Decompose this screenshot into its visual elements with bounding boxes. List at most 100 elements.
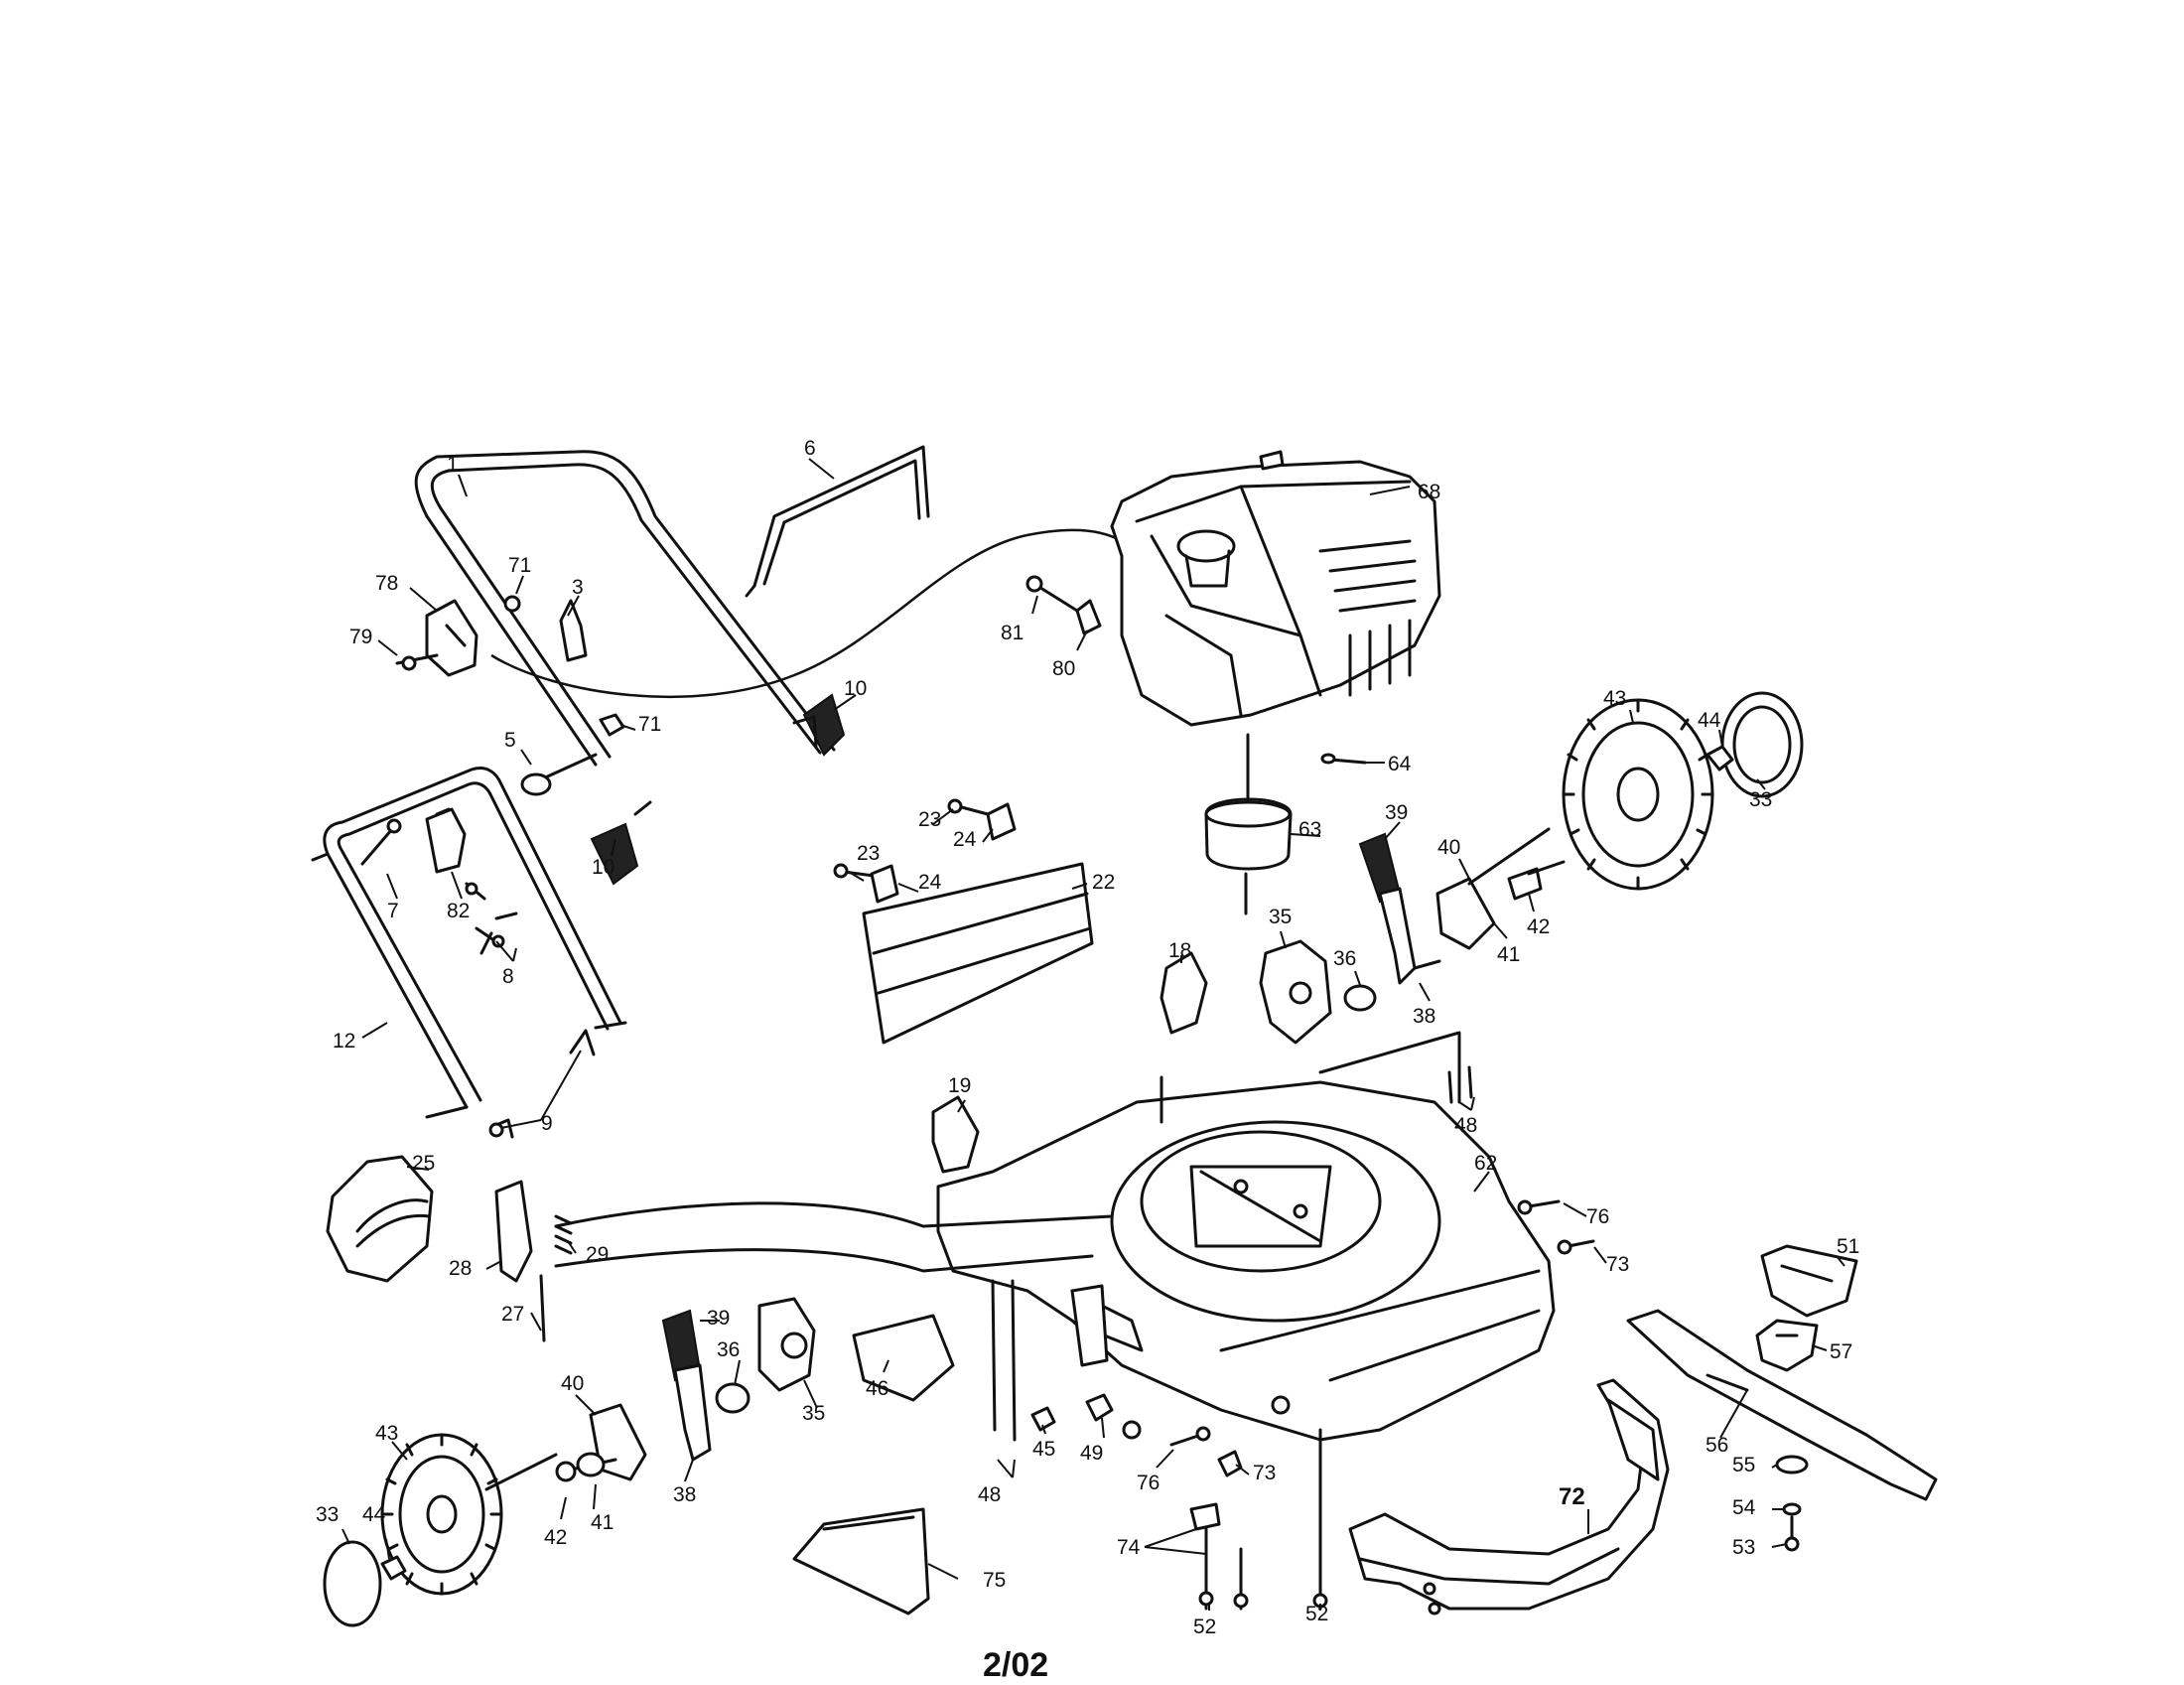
callout-24: 24 [953,828,977,851]
mulching-baffle [1348,1378,1670,1615]
cable-guide [425,807,467,874]
control-cable [490,528,1143,699]
callout-42: 42 [544,1526,567,1549]
bracket-18 [1160,951,1208,1035]
mower-deck [936,1075,1556,1442]
callout-55: 55 [1732,1454,1755,1476]
chute-plate-46 [852,1314,955,1402]
blade-adapter [1755,1319,1819,1372]
callout-22: 22 [1092,871,1115,894]
blade-hardware [1775,1455,1809,1552]
callout-43: 43 [375,1422,398,1445]
callout-6: 6 [804,437,816,460]
deck-fasteners [991,1065,1473,1442]
callout-51: 51 [1837,1235,1859,1258]
callout-40: 40 [561,1372,584,1395]
callout-27: 27 [501,1303,524,1326]
callout-73: 73 [1606,1253,1629,1276]
callout-44: 44 [362,1503,386,1526]
rear-baffle [862,862,1094,1045]
callout-71: 71 [508,554,531,577]
callout-44: 44 [1698,709,1721,732]
wheel-front-left [380,1433,558,1596]
wheel-nut-upper [1706,745,1734,772]
callout-12: 12 [333,1030,355,1053]
callout-54: 54 [1732,1496,1756,1519]
callout-48: 48 [978,1483,1001,1506]
door-bracket [494,1180,573,1342]
link-pins [465,882,518,955]
callout-1: 1 [447,453,459,476]
callout-75: 75 [983,1569,1006,1592]
callout-45: 45 [1032,1438,1055,1461]
callout-29: 29 [586,1243,609,1266]
callout-79: 79 [349,626,372,648]
callout-82: 82 [447,900,470,922]
blade-key [1320,753,1367,765]
callout-10: 10 [844,677,867,700]
crankshaft-adapter [1204,733,1293,915]
callout-71: 71 [638,713,661,736]
callout-63: 63 [1298,818,1321,841]
callout-53: 53 [1732,1536,1755,1559]
callout-36: 36 [1333,947,1356,970]
revision-date: 2/02 [983,1646,1049,1684]
callout-25: 25 [412,1152,435,1175]
callout-48: 48 [1454,1114,1477,1137]
callout-23: 23 [918,808,941,831]
callout-labels: 1 6 68 71 78 3 79 81 10 80 5 71 43 44 33… [316,437,1859,1638]
callout-57: 57 [1830,1340,1852,1363]
pivot-plate-upper [1259,939,1377,1045]
control-housing [395,599,478,677]
upper-handle [414,450,836,767]
callout-8: 8 [502,965,514,988]
callout-35: 35 [1269,906,1292,928]
handle-bar-rod [745,445,930,598]
callout-41: 41 [1497,943,1520,966]
callout-56: 56 [1706,1434,1728,1457]
side-fasteners [1517,1199,1595,1255]
lower-fasteners [1169,1426,1328,1611]
height-adjuster-lower [661,1297,816,1462]
callout-80: 80 [1052,657,1075,680]
handle-clips [488,1029,596,1139]
bracket-19 [931,1095,980,1174]
callout-35: 35 [802,1402,825,1425]
hub-cap-lower [323,1540,382,1627]
callout-3: 3 [572,576,584,599]
wheel-nut-lower [380,1555,407,1581]
engine-cover-75 [792,1507,930,1615]
callout-39: 39 [707,1307,730,1330]
height-adjuster-upper [1358,827,1566,985]
callout-36: 36 [717,1338,740,1361]
callout-5: 5 [504,729,516,752]
callout-64: 64 [1388,753,1412,775]
rear-door [326,1155,434,1283]
mower-blade [1626,1309,1938,1501]
callout-73: 73 [1253,1462,1276,1484]
callout-7: 7 [387,900,399,922]
callout-38: 38 [673,1483,696,1506]
callout-78: 78 [375,572,398,595]
callout-46: 46 [866,1377,888,1400]
hub-cap-upper [1720,691,1804,798]
callout-18: 18 [1168,939,1191,962]
baffle-fasteners [833,798,1017,904]
callout-19: 19 [948,1074,971,1097]
callout-74: 74 [1117,1536,1141,1559]
callout-33: 33 [316,1503,339,1526]
callout-10: 10 [592,856,614,879]
callout-72: 72 [1559,1483,1585,1510]
throttle-bolt [1025,575,1102,635]
cable-clip [503,595,588,662]
callout-40: 40 [1437,836,1460,859]
discharge-bracket [1760,1244,1858,1318]
engine [1110,450,1441,727]
callout-33: 33 [1749,788,1772,811]
leader-lines [341,458,1845,1611]
callout-81: 81 [1001,622,1024,644]
callout-76: 76 [1586,1205,1609,1228]
callout-52: 52 [1193,1615,1216,1638]
